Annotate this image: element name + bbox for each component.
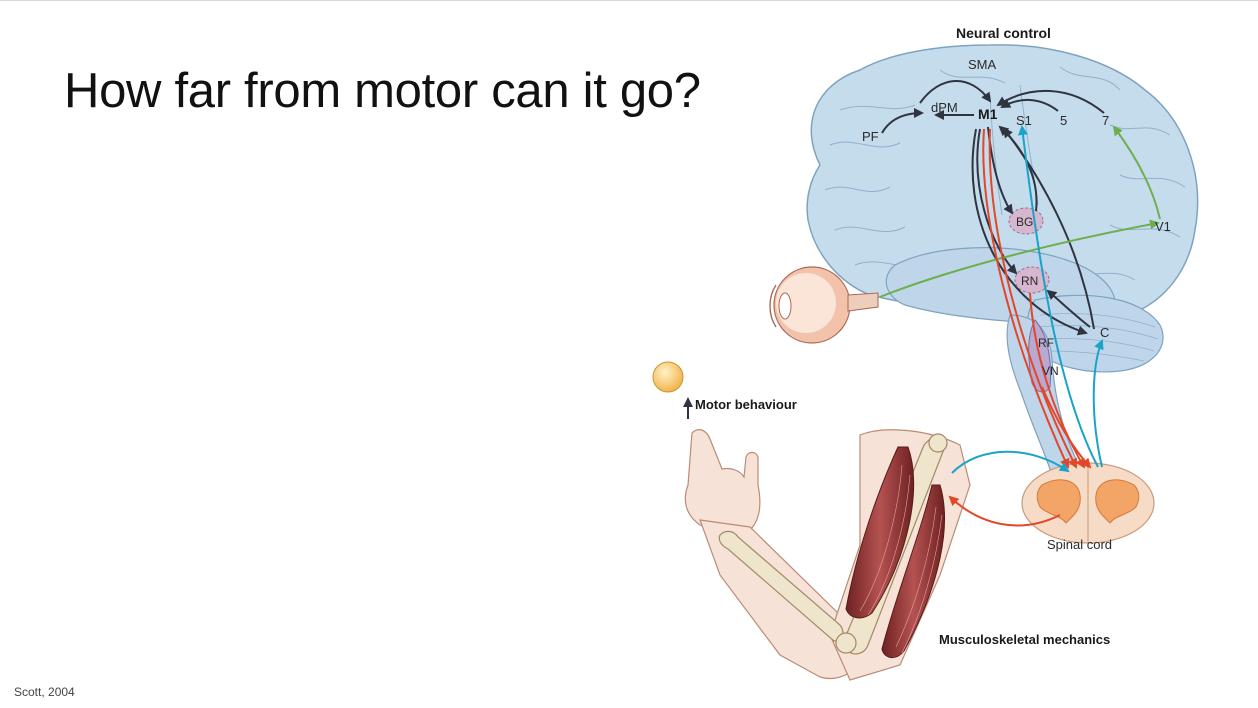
spinal-to-s1-blue [1018,125,1099,468]
label-area5: 5 [1060,113,1067,128]
spinal-to-muscle-red [948,495,1061,527]
pf-to-dpm-arrow [881,108,924,134]
label-area7: 7 [1102,113,1109,128]
optic-nerve [847,292,879,312]
biceps-muscle [845,446,915,619]
spinal-cord-section [1021,462,1155,544]
rn-nucleus [1014,266,1050,294]
citation: Scott, 2004 [14,685,75,699]
c-to-m1-arrow [1002,127,1095,330]
target-ball [652,361,684,393]
label-spinal-cord: Spinal cord [1047,537,1112,552]
spinal-to-c-blue [1092,339,1104,468]
label-pf: PF [862,129,879,144]
eye-lens [778,292,792,320]
area7-to-m1-arrow [996,89,1105,114]
m1-to-rn-arrow [976,128,1018,275]
c-to-rn-arrow [1046,289,1091,328]
spinal-grey-right [1095,479,1140,524]
arm [684,429,971,681]
label-m1: M1 [978,106,998,122]
label-neural-control: Neural control [956,25,1051,41]
shoulder-joint [928,433,948,453]
afferent-pathways [951,125,1104,474]
vn-to-spinal-red [1041,386,1092,469]
triceps-muscle [881,484,945,658]
m1-to-spinal-red-2 [988,128,1077,469]
muscle-to-spinal-blue [951,450,1070,474]
muscle-fibers [859,464,943,654]
efferent-pathways [948,128,1092,527]
label-musculoskeletal-mechanics: Musculoskeletal mechanics [939,632,1110,647]
m1-to-spinal-red-1 [982,128,1070,469]
label-rn: RN [1021,274,1038,288]
label-bg: BG [1016,215,1033,229]
eye-cornea [769,284,777,328]
motor-control-figure: Neural control SMA dPM M1 S1 5 7 PF V1 B… [640,15,1210,695]
v1-to-area7-arrow [1112,125,1161,220]
label-vn: VN [1042,364,1059,378]
elbow-joint [835,632,857,654]
motor-control-diagram: Neural control SMA dPM M1 S1 5 7 PF V1 B… [652,25,1199,681]
label-s1: S1 [1016,113,1032,128]
label-c: C [1100,325,1109,340]
label-rf: RF [1038,336,1054,350]
sma-loop-arrow [919,80,992,104]
label-dpm: dPM [931,100,958,115]
label-motor-behaviour: Motor behaviour [695,397,797,412]
slide-title: How far from motor can it go? [64,64,701,118]
cerebrum [806,44,1199,316]
hand [684,429,761,531]
eye-sclera [776,273,836,333]
label-v1: V1 [1155,219,1171,234]
spinal-grey-left [1036,479,1081,524]
label-sma: SMA [968,57,997,72]
m1-to-c-arrow [971,128,1088,336]
eye [769,266,879,344]
